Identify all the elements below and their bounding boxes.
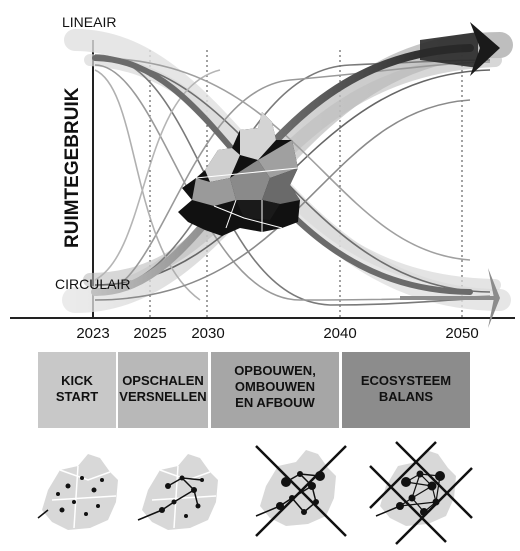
phase-box-ecosysteem: [342, 352, 470, 428]
phase-labels: KICK START OPSCHALEN VERSNELLEN OPBOUWEN…: [56, 363, 451, 410]
label-circulair: CIRCULAIR: [55, 276, 130, 292]
phase-boxes: [38, 352, 470, 428]
central-map-icon: [178, 112, 300, 236]
bottom-arrowhead: [400, 268, 500, 328]
year-2050: 2050: [445, 325, 478, 342]
mini-map-kick-start: [37, 454, 118, 530]
year-labels: 2023 2025 2030 2040 2050: [76, 325, 478, 342]
mini-map-ecosysteem: [369, 441, 473, 545]
phase-3-line1: OPBOUWEN,: [234, 363, 316, 378]
mini-map-opschalen: [137, 454, 218, 530]
phase-box-opschalen: [118, 352, 208, 428]
top-arrowhead: [420, 22, 500, 76]
label-ruimtegebruik: RUIMTEGEBRUIK: [62, 87, 83, 248]
phase-2-line1: OPSCHALEN: [122, 373, 204, 388]
mini-map-opbouwen: [255, 445, 347, 537]
label-lineair: LINEAIR: [62, 14, 116, 30]
phase-2-line2: VERSNELLEN: [119, 389, 206, 404]
phase-1-line1: KICK: [61, 373, 93, 388]
phase-3-line3: EN AFBOUW: [235, 395, 315, 410]
year-2030: 2030: [191, 325, 224, 342]
year-2023: 2023: [76, 325, 109, 342]
phase-3-line2: OMBOUWEN: [235, 379, 315, 394]
phase-4-line2: BALANS: [379, 389, 433, 404]
phase-box-kick-start: [38, 352, 116, 428]
phase-box-opbouwen: [211, 352, 339, 428]
year-2040: 2040: [323, 325, 356, 342]
phase-1-line2: START: [56, 389, 98, 404]
phase-4-line1: ECOSYSTEEM: [361, 373, 451, 388]
year-2025: 2025: [133, 325, 166, 342]
